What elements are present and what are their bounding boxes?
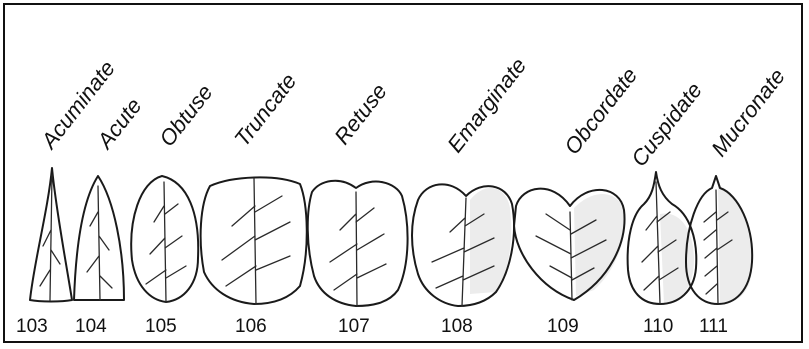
- leaf-acuminate: [30, 168, 72, 302]
- label-acute: Acute: [91, 93, 147, 154]
- leaf-mucronate: [686, 176, 752, 304]
- leaf-obtuse: [131, 176, 198, 302]
- leaf-emarginate: [412, 184, 514, 306]
- label-cuspidate: Cuspidate: [626, 78, 707, 171]
- number-104: 104: [75, 316, 107, 337]
- label-obcordate: Obcordate: [559, 63, 642, 159]
- number-106: 106: [235, 316, 267, 337]
- label-truncate: Truncate: [229, 69, 301, 152]
- number-109: 109: [547, 316, 579, 337]
- number-108: 108: [441, 316, 473, 337]
- leaf-retuse: [308, 181, 408, 306]
- number-111: 111: [699, 316, 728, 337]
- leaf-acute: [74, 176, 124, 300]
- number-105: 105: [145, 316, 177, 337]
- leaf-cuspidate: [628, 172, 697, 304]
- leaf-truncate: [201, 177, 307, 304]
- number-110: 110: [643, 316, 673, 337]
- label-mucronate: Mucronate: [706, 64, 790, 161]
- number-103: 103: [16, 316, 48, 337]
- number-107: 107: [338, 316, 370, 337]
- label-retuse: Retuse: [329, 79, 392, 149]
- leaf-obcordate: [514, 189, 625, 300]
- label-obtuse: Obtuse: [154, 80, 217, 151]
- label-emarginate: Emarginate: [442, 53, 531, 157]
